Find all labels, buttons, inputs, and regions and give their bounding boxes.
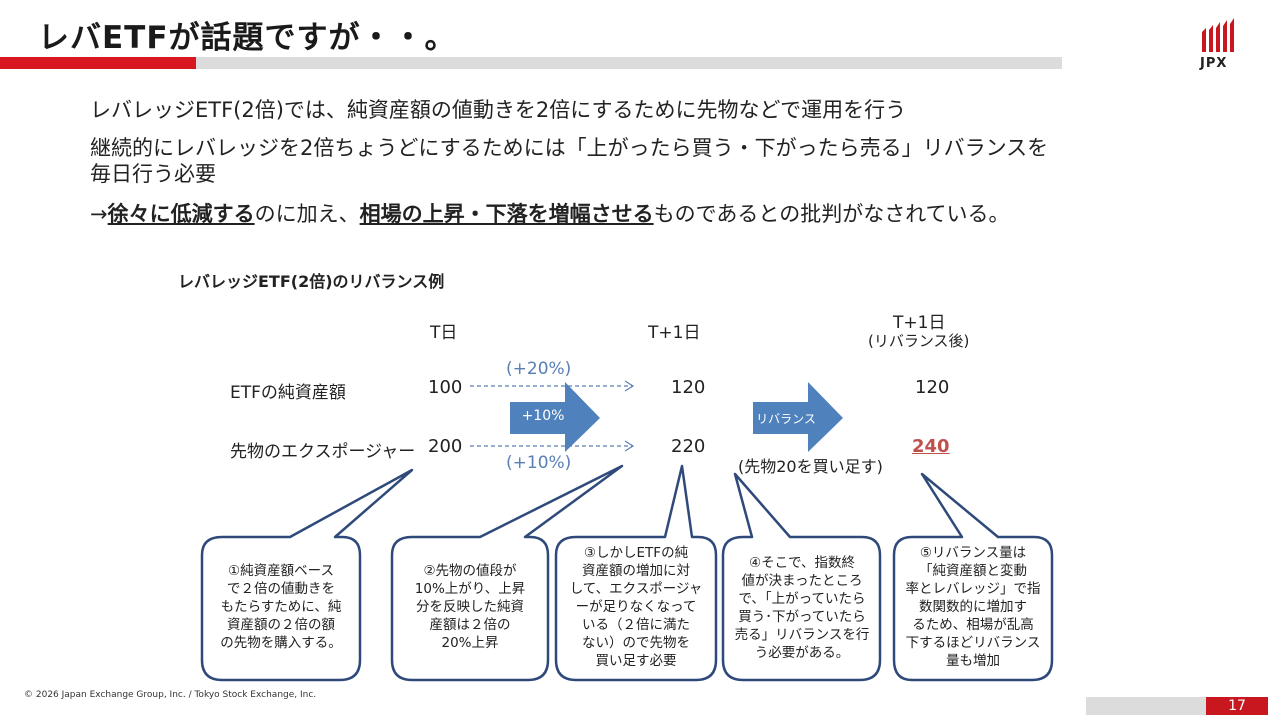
nav-value-t: 100	[428, 377, 463, 398]
block-arrow-plus10	[510, 382, 600, 452]
page-title: レバETFが話題ですが・・。	[38, 20, 457, 56]
exposure-change-label: (+10%)	[506, 453, 572, 473]
exposure-value-t1-rebalanced: 240	[912, 436, 950, 457]
body-line-3-mid: のに加え、	[254, 202, 360, 226]
jpx-logo-icon	[1202, 18, 1234, 52]
callout-text-3-content: ③しかしETFの純資産額の増加に対して、エクスポージャーが足りなくなっている（２…	[569, 545, 703, 669]
body-line-2a: 継続的にレバレッジを2倍ちょうどにするためには「上がったら買う・下がったら売る」…	[90, 136, 1049, 160]
dashed-arrow-exposure	[470, 440, 635, 452]
arrow-label-plus10: +10%	[521, 408, 565, 424]
callout-bubble-3	[554, 464, 718, 682]
column-header-t: T日	[430, 323, 458, 343]
callout-text-1-content: ①純資産額ベースで２倍の値動きをもたらすために、純資産額の２倍の額の先物を購入す…	[220, 563, 342, 651]
callout-text-5-content: ⑤リバランス量は「純資産額と変動率とレバレッジ」で指数関数的に増加するため、相場…	[905, 545, 1041, 669]
arrow-prefix: →	[90, 202, 108, 226]
callout-text-1: ①純資産額ベースで２倍の値動きをもたらすために、純資産額の２倍の額の先物を購入す…	[206, 562, 356, 652]
body-line-3: →徐々に低減するのに加え、相場の上昇・下落を増幅させるものであるとの批判がなされ…	[90, 201, 1010, 227]
buy-futures-note: (先物20を買い足す)	[738, 457, 883, 476]
callout-text-5: ⑤リバランス量は「純資産額と変動率とレバレッジ」で指数関数的に増加するため、相場…	[896, 544, 1050, 670]
callout-bubble-4	[721, 472, 882, 682]
row-label-nav: ETFの純資産額	[230, 383, 346, 403]
row-label-exposure: 先物のエクスポージャー	[230, 442, 416, 462]
callout-bubble-1	[200, 468, 414, 682]
exposure-value-t: 200	[428, 436, 463, 457]
nav-value-t1: 120	[671, 377, 706, 398]
column-header-rebalanced-note: (リバランス後)	[868, 332, 970, 350]
nav-value-t1-rebalanced: 120	[915, 377, 950, 398]
callout-text-4-content: ④そこで、指数終値が決まったところで、「上がっていたら買う･下がっていたら売る」…	[734, 555, 870, 661]
column-header-t1-rebalanced: T+1日	[893, 313, 946, 333]
emphasis-reduce: 徐々に低減する	[107, 202, 255, 226]
callout-text-4: ④そこで、指数終値が決まったところで、「上がっていたら買う･下がっていたら売る」…	[725, 554, 879, 662]
body-line-3-suffix: ものであるとの批判がなされている。	[653, 202, 1010, 226]
body-line-2b: 毎日行う必要	[90, 162, 216, 186]
dashed-arrow-nav	[470, 380, 635, 392]
column-header-t1: T+1日	[648, 323, 701, 343]
callout-bubble-2	[390, 464, 624, 682]
copyright: © 2026 Japan Exchange Group, Inc. / Toky…	[24, 690, 317, 700]
emphasis-amplify: 相場の上昇・下落を増幅させる	[359, 202, 654, 226]
callout-bubble-5	[892, 472, 1054, 682]
nav-change-label: (+20%)	[506, 359, 572, 379]
block-arrow-rebalance	[753, 382, 843, 452]
callout-text-3: ③しかしETFの純資産額の増加に対して、エクスポージャーが足りなくなっている（２…	[558, 544, 714, 670]
title-accent-bar	[0, 57, 196, 69]
page-number: 17	[1206, 697, 1268, 715]
footer-bar	[1086, 697, 1206, 715]
arrow-label-rebalance: リバランス	[756, 412, 816, 426]
exposure-value-t1: 220	[671, 436, 706, 457]
logo-text: JPX	[1200, 56, 1228, 71]
body-line-1: レバレッジETF(2倍)では、純資産額の値動きを2倍にするために先物などで運用を…	[90, 98, 907, 122]
diagram-title: レバレッジETF(2倍)のリバランス例	[178, 272, 445, 291]
title-underline-bar	[196, 57, 1062, 69]
